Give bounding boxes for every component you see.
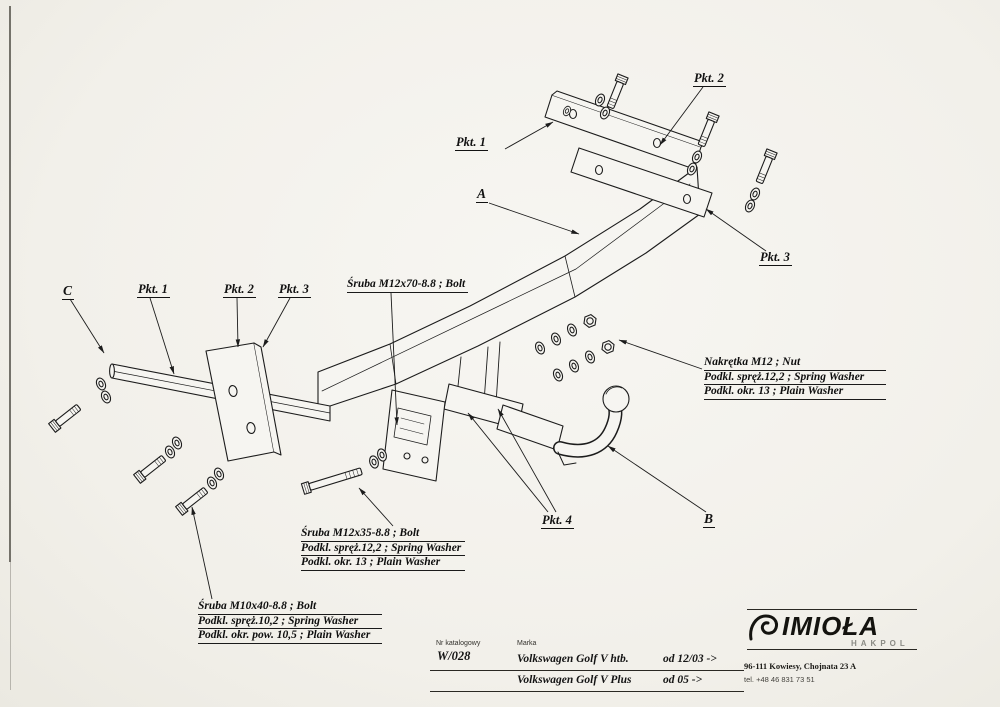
leader-line: [497, 408, 557, 513]
washer-icon: [549, 331, 563, 347]
leader-line: [467, 412, 549, 513]
callout-line: Śruba M12x35-8.8 ; Bolt: [301, 527, 465, 542]
company-phone: tel. +48 46 831 73 51: [744, 675, 815, 684]
callout-line: Podkl. okr. pow. 10,5 ; Plain Washer: [198, 629, 382, 644]
callout-nut-m12: Nakrętka M12 ; Nut Podkl. spręż.12,2 ; S…: [704, 356, 886, 400]
label-pkt3-left: Pkt. 3: [278, 282, 311, 299]
leader-line: [191, 506, 213, 600]
washer-icon: [567, 358, 581, 374]
washer-icon: [743, 198, 757, 214]
nut-icon: [599, 338, 617, 356]
leader-line: [607, 445, 707, 513]
logo-rule-bottom: [747, 649, 917, 650]
catalog-number: W/028: [437, 649, 471, 663]
leader-line: [618, 339, 703, 370]
leader-line: [705, 208, 767, 252]
leader-line: [235, 297, 241, 348]
company-logo-text: IMIOŁA: [782, 611, 879, 641]
label-pkt2-left: Pkt. 2: [223, 282, 256, 299]
nut-icon: [581, 312, 599, 330]
model-name-row1: Volkswagen Golf V htb.: [517, 653, 629, 665]
washer-icon: [551, 367, 565, 383]
catalog-number-label: Nr katalogowy: [436, 640, 481, 647]
hakpol-hook-icon: [748, 612, 780, 649]
label-pkt4: Pkt. 4: [541, 513, 574, 530]
callout-line: Podkl. spręż.12,2 ; Spring Washer: [301, 542, 465, 556]
callout-bolt-m12x35: Śruba M12x35-8.8 ; Bolt Podkl. spręż.12,…: [301, 527, 465, 571]
washer-icon: [99, 389, 113, 405]
callout-line: Śruba M10x40-8.8 ; Bolt: [198, 600, 382, 615]
nut-washer-stack: [533, 312, 617, 383]
label-pkt1-left: Pkt. 1: [137, 282, 170, 299]
leader-line: [488, 202, 580, 235]
leader-line: [390, 292, 399, 426]
callout-bolt-m12x70: Śruba M12x70-8.8 ; Bolt: [347, 278, 469, 293]
washer-icon: [94, 376, 108, 392]
brand-label: Marka: [517, 640, 537, 647]
bolt-icon: [133, 453, 168, 484]
bolt-icon: [48, 402, 83, 433]
callout-line: Nakrętka M12 ; Nut: [704, 356, 886, 371]
model-date-row1: od 12/03 ->: [663, 653, 717, 665]
leader-lines: [69, 86, 767, 600]
callout-line: Podkl. spręż.10,2 ; Spring Washer: [198, 615, 382, 629]
label-b: B: [703, 511, 716, 529]
bolt-icon: [300, 465, 364, 495]
callout-line: Śruba M12x70-8.8 ; Bolt: [347, 278, 469, 293]
leader-line: [504, 121, 554, 150]
model-name-row2: Volkswagen Golf V Plus: [517, 674, 632, 686]
leader-line: [358, 487, 394, 527]
leader-line: [69, 298, 105, 354]
callout-line: Podkl. spręż.12,2 ; Spring Washer: [704, 371, 886, 385]
label-pkt1-top: Pkt. 1: [455, 135, 488, 152]
page-edge-line: [10, 562, 11, 690]
callout-line: Podkl. okr. 13 ; Plain Washer: [704, 385, 886, 400]
company-logo-subtext: HAKPOL: [851, 639, 909, 648]
leader-line: [149, 297, 175, 375]
right-mounting-plates: [544, 90, 713, 218]
label-pkt3-right: Pkt. 3: [759, 250, 792, 267]
table-rule: [430, 691, 744, 692]
page-edge-line: [9, 6, 11, 562]
bolt-icon: [604, 73, 629, 111]
label-pkt2-top: Pkt. 2: [693, 71, 726, 88]
washer-icon: [565, 322, 579, 338]
left-mounting-plate: [205, 342, 282, 462]
washer-icon: [533, 340, 547, 356]
table-rule: [430, 670, 744, 671]
bolt-icon: [695, 111, 720, 149]
washer-icon: [748, 186, 762, 202]
label-a: A: [476, 186, 489, 204]
model-date-row2: od 05 ->: [663, 674, 703, 686]
leader-line: [262, 297, 291, 348]
towball: [496, 385, 630, 466]
fastener-cluster-left: [48, 376, 226, 516]
callout-line: Podkl. okr. 13 ; Plain Washer: [301, 556, 465, 571]
fastener-cluster-center: [300, 447, 389, 495]
logo-rule-top: [747, 609, 917, 610]
leader-line: [659, 86, 704, 146]
company-address: 96-111 Kowiesy, Chojnata 23 A: [744, 661, 857, 671]
bolt-icon: [753, 148, 778, 186]
callout-bolt-m10x40: Śruba M10x40-8.8 ; Bolt Podkl. spręż.10,…: [198, 600, 382, 644]
washer-icon: [583, 349, 597, 365]
label-c: C: [62, 283, 75, 301]
